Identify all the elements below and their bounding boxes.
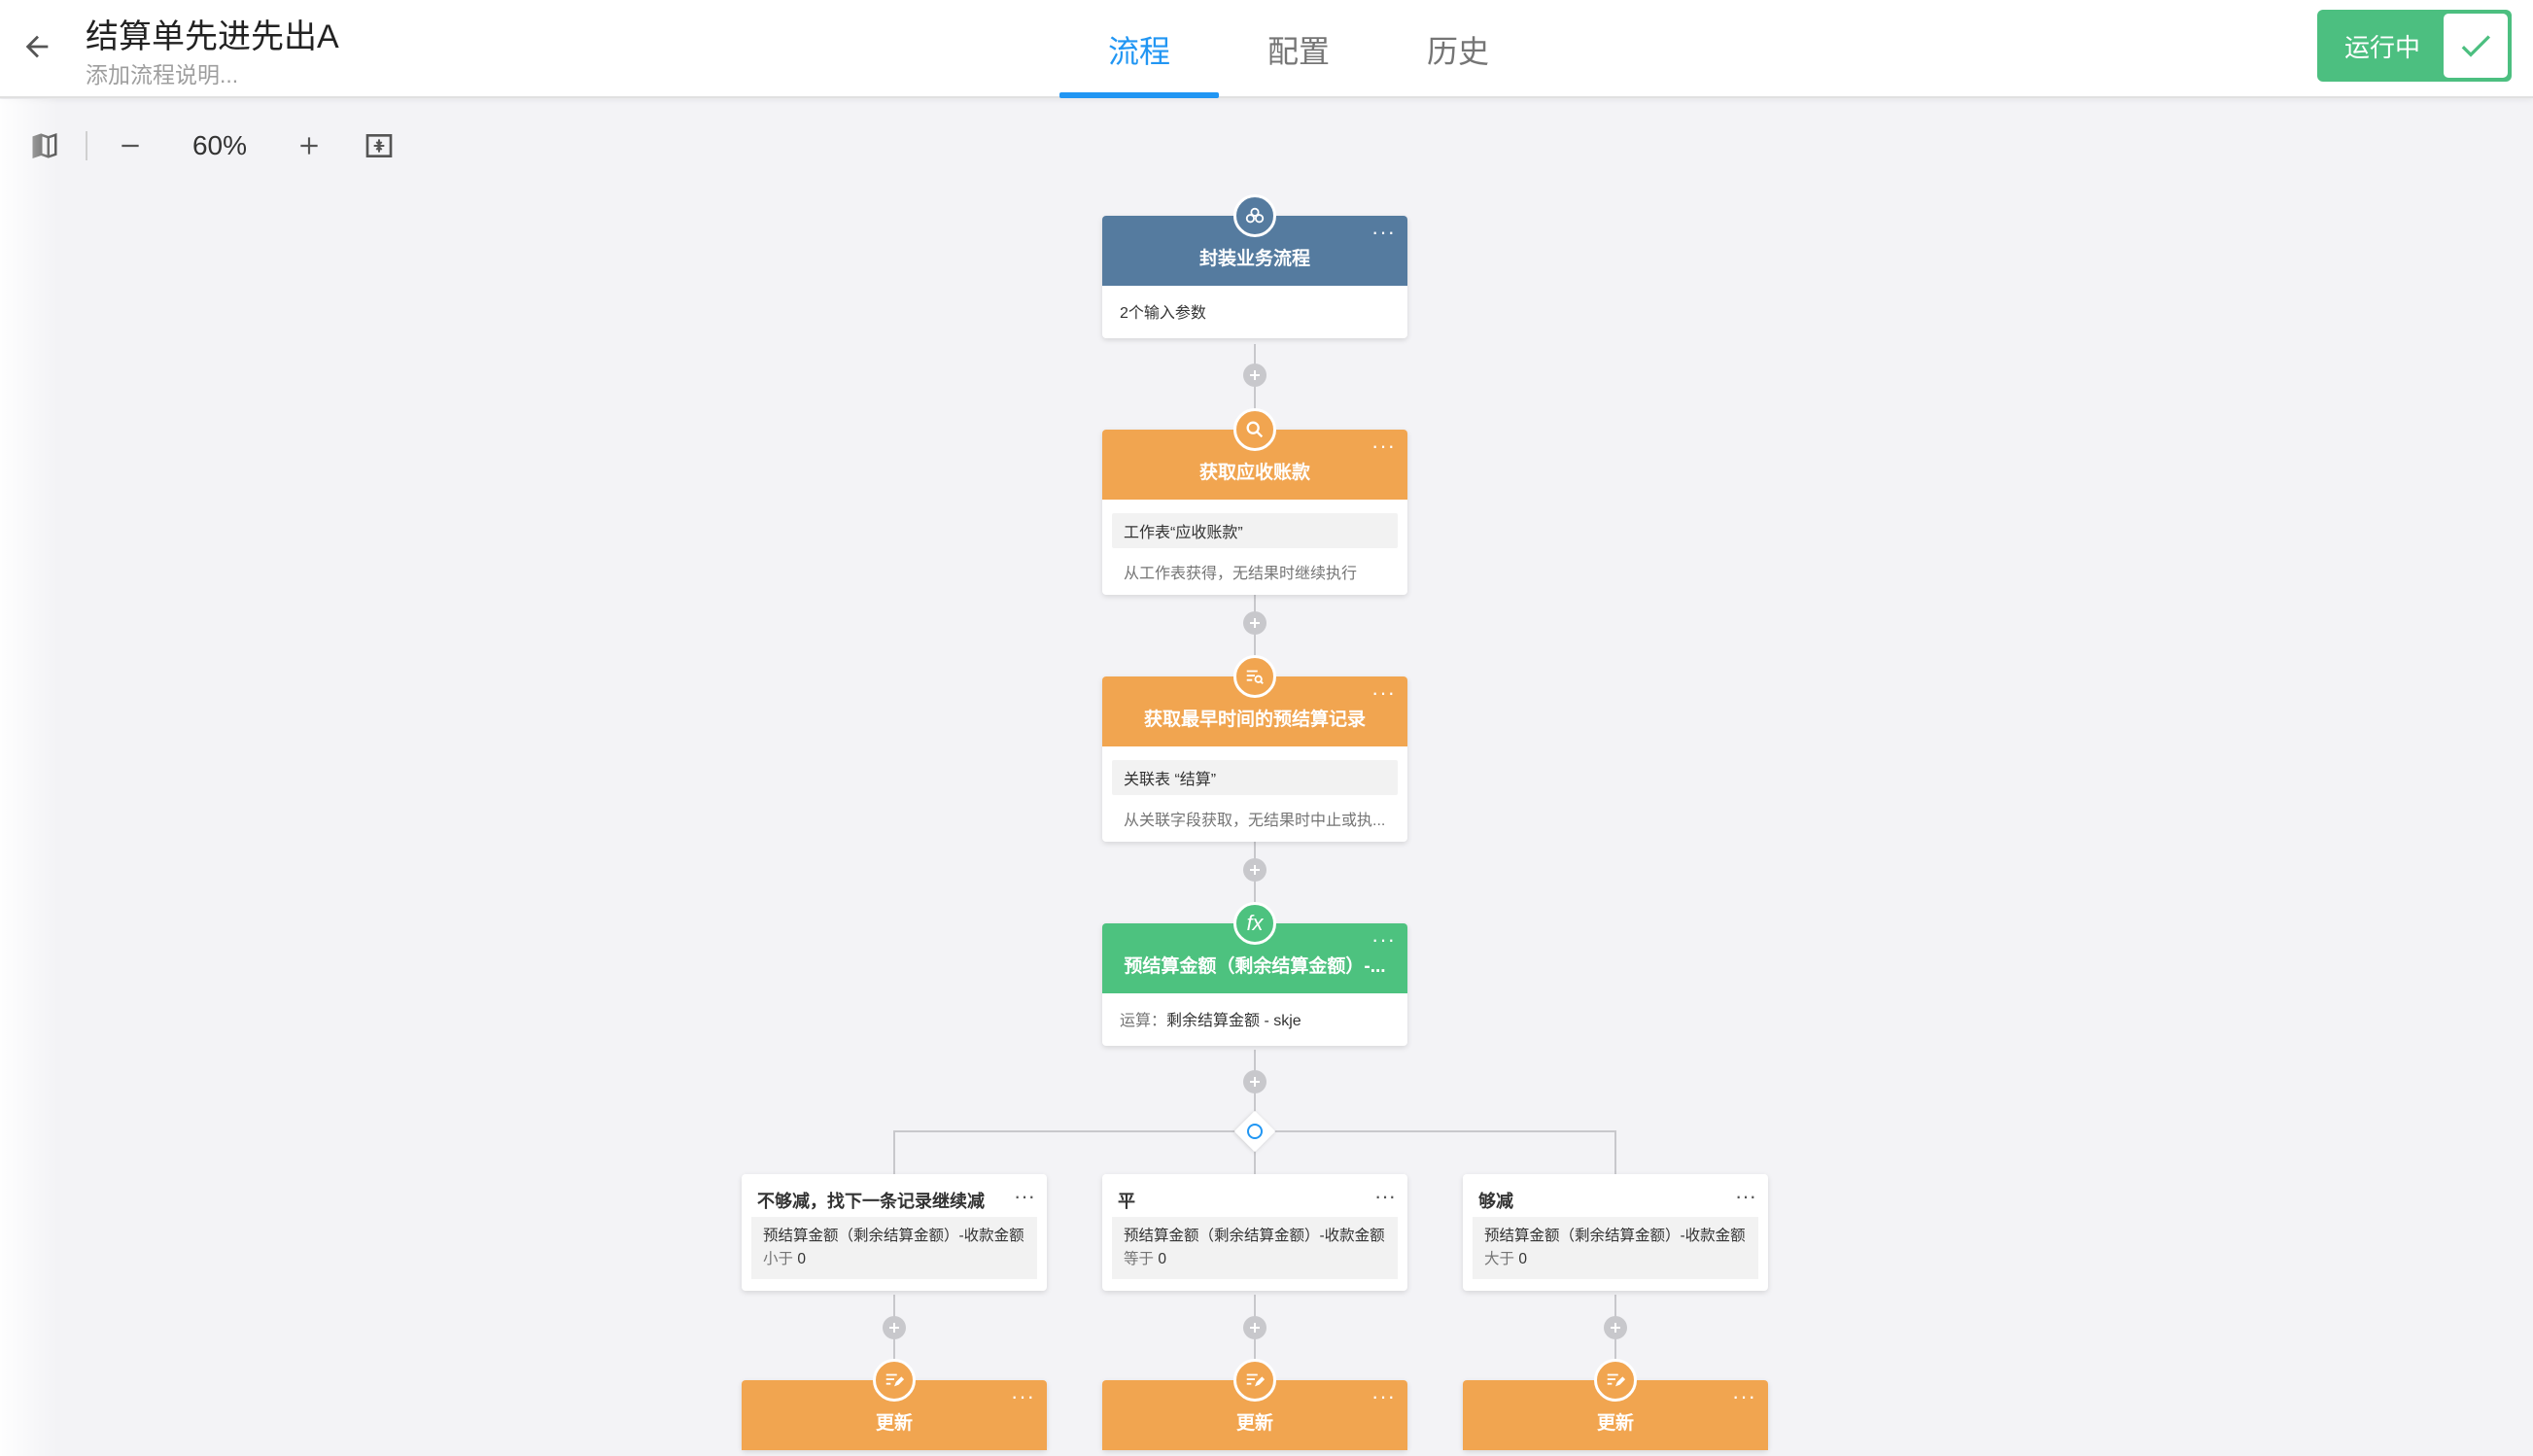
- add-step-button[interactable]: [1243, 858, 1266, 882]
- plus-icon: [1611, 1323, 1620, 1333]
- node-title: 预结算金额（剩余结算金额）-...: [1102, 923, 1407, 993]
- zoom-out-button[interactable]: [105, 121, 156, 171]
- canvas-edge-shade: [0, 99, 58, 1456]
- back-button[interactable]: [14, 23, 60, 70]
- branch-condition-field: 预结算金额（剩余结算金额）-收款金额: [1124, 1228, 1385, 1244]
- branch-value: 0: [797, 1251, 806, 1267]
- plus-icon: [1250, 370, 1260, 380]
- flow-node-subprocess[interactable]: 封装业务流程 ··· 2个输入参数: [1102, 194, 1407, 338]
- plus-icon: [300, 137, 318, 155]
- branch-value: 0: [1158, 1251, 1166, 1267]
- calc-label: 运算：: [1120, 1013, 1167, 1029]
- branch-dot-icon: [1247, 1124, 1263, 1139]
- node-more-menu[interactable]: ···: [1371, 220, 1396, 244]
- node-description: 从关联字段获取，无结果时中止或执...: [1124, 813, 1386, 829]
- fit-screen-button[interactable]: [354, 121, 404, 171]
- run-status-toggle[interactable]: 运行中: [2317, 10, 2512, 82]
- node-more-menu[interactable]: ···: [1732, 1384, 1756, 1408]
- flow-node-calculation[interactable]: 预结算金额（剩余结算金额）-... ··· fx 运算：剩余结算金额 - skj…: [1102, 902, 1407, 1046]
- search-icon: [1233, 408, 1276, 451]
- plus-icon: [889, 1323, 899, 1333]
- add-step-button[interactable]: [1243, 1316, 1266, 1339]
- check-icon: [2444, 14, 2508, 78]
- branch-operator: 等于: [1124, 1251, 1155, 1267]
- plus-icon: [1250, 865, 1260, 875]
- tab-bar: 流程 配置 历史: [1059, 0, 1538, 98]
- branch-condition-field: 预结算金额（剩余结算金额）-收款金额: [763, 1228, 1024, 1244]
- flow-node-update[interactable]: 更新 ···: [742, 1359, 1047, 1450]
- node-source: 工作表“应收账款”: [1112, 513, 1398, 548]
- tab-config[interactable]: 配置: [1266, 33, 1330, 69]
- branch-title: 平: [1118, 1192, 1135, 1211]
- edit-list-icon: [1594, 1359, 1637, 1402]
- plus-icon: [1250, 1077, 1260, 1087]
- calc-expression: 剩余结算金额 - skje: [1166, 1013, 1301, 1029]
- node-description: 从工作表获得，无结果时继续执行: [1124, 566, 1358, 582]
- branch-condition-field: 预结算金额（剩余结算金额）-收款金额: [1484, 1228, 1746, 1244]
- edit-list-icon: [1233, 1359, 1276, 1402]
- node-more-menu[interactable]: ···: [1371, 680, 1396, 705]
- node-more-menu[interactable]: ···: [1371, 433, 1396, 458]
- plus-icon: [1250, 618, 1260, 628]
- flow-node-get-receivables[interactable]: 获取应收账款 ··· 工作表“应收账款” 从工作表获得，无结果时继续执行: [1102, 408, 1407, 595]
- canvas-toolbar: 60%: [19, 121, 404, 171]
- toolbar-divider: [86, 131, 87, 160]
- fx-icon: fx: [1233, 902, 1276, 945]
- arrow-left-icon: [25, 35, 49, 58]
- node-source: 关联表 “结算”: [1112, 760, 1398, 795]
- zoom-level: 60%: [191, 130, 248, 160]
- plus-icon: [1250, 1323, 1260, 1333]
- flow-node-get-earliest-record[interactable]: 获取最早时间的预结算记录 ··· 关联表 “结算” 从关联字段获取，无结果时中止…: [1102, 655, 1407, 842]
- node-more-menu[interactable]: ···: [1371, 1384, 1396, 1408]
- node-summary: 2个输入参数: [1120, 305, 1206, 322]
- run-status-label: 运行中: [2344, 32, 2421, 62]
- tab-flow[interactable]: 流程: [1059, 0, 1219, 98]
- fit-screen-icon: [365, 134, 393, 157]
- flow-description-input[interactable]: 添加流程说明...: [86, 62, 239, 87]
- node-more-menu[interactable]: ···: [1011, 1384, 1035, 1408]
- branch-more-menu[interactable]: ···: [1735, 1184, 1756, 1208]
- branch-more-menu[interactable]: ···: [1374, 1184, 1396, 1208]
- add-step-button[interactable]: [1243, 611, 1266, 635]
- page-title[interactable]: 结算单先进先出A: [86, 18, 339, 55]
- branch-title: 不够减，找下一条记录继续减: [757, 1192, 985, 1211]
- branch-condition-less[interactable]: 不够减，找下一条记录继续减 ··· 预结算金额（剩余结算金额）-收款金额 小于 …: [742, 1174, 1047, 1291]
- branch-operator: 大于: [1484, 1251, 1515, 1267]
- flow-node-update[interactable]: 更新 ···: [1463, 1359, 1768, 1450]
- add-step-button[interactable]: [1604, 1316, 1627, 1339]
- branch-condition-greater[interactable]: 够减 ··· 预结算金额（剩余结算金额）-收款金额 大于 0: [1463, 1174, 1768, 1291]
- tab-history[interactable]: 历史: [1426, 33, 1489, 69]
- branch-more-menu[interactable]: ···: [1014, 1184, 1035, 1208]
- flow-canvas[interactable]: 封装业务流程 ··· 2个输入参数 获取应收账款 ··· 工作表“应收账款” 从…: [0, 99, 2533, 1456]
- branch-title: 够减: [1478, 1192, 1513, 1211]
- list-search-icon: [1233, 655, 1276, 698]
- zoom-in-button[interactable]: [284, 121, 334, 171]
- branch-operator: 小于: [763, 1251, 794, 1267]
- app-header: 结算单先进先出A 添加流程说明... 流程 配置 历史 运行中: [0, 0, 2533, 98]
- flow-node-update[interactable]: 更新 ···: [1102, 1359, 1407, 1450]
- minus-icon: [121, 144, 139, 148]
- edit-list-icon: [873, 1359, 916, 1402]
- add-step-button[interactable]: [1243, 364, 1266, 387]
- add-step-button[interactable]: [1243, 1070, 1266, 1093]
- add-step-button[interactable]: [883, 1316, 906, 1339]
- branch-value: 0: [1518, 1251, 1527, 1267]
- branch-condition-equal[interactable]: 平 ··· 预结算金额（剩余结算金额）-收款金额 等于 0: [1102, 1174, 1407, 1291]
- cluster-icon: [1233, 194, 1276, 237]
- node-more-menu[interactable]: ···: [1371, 927, 1396, 952]
